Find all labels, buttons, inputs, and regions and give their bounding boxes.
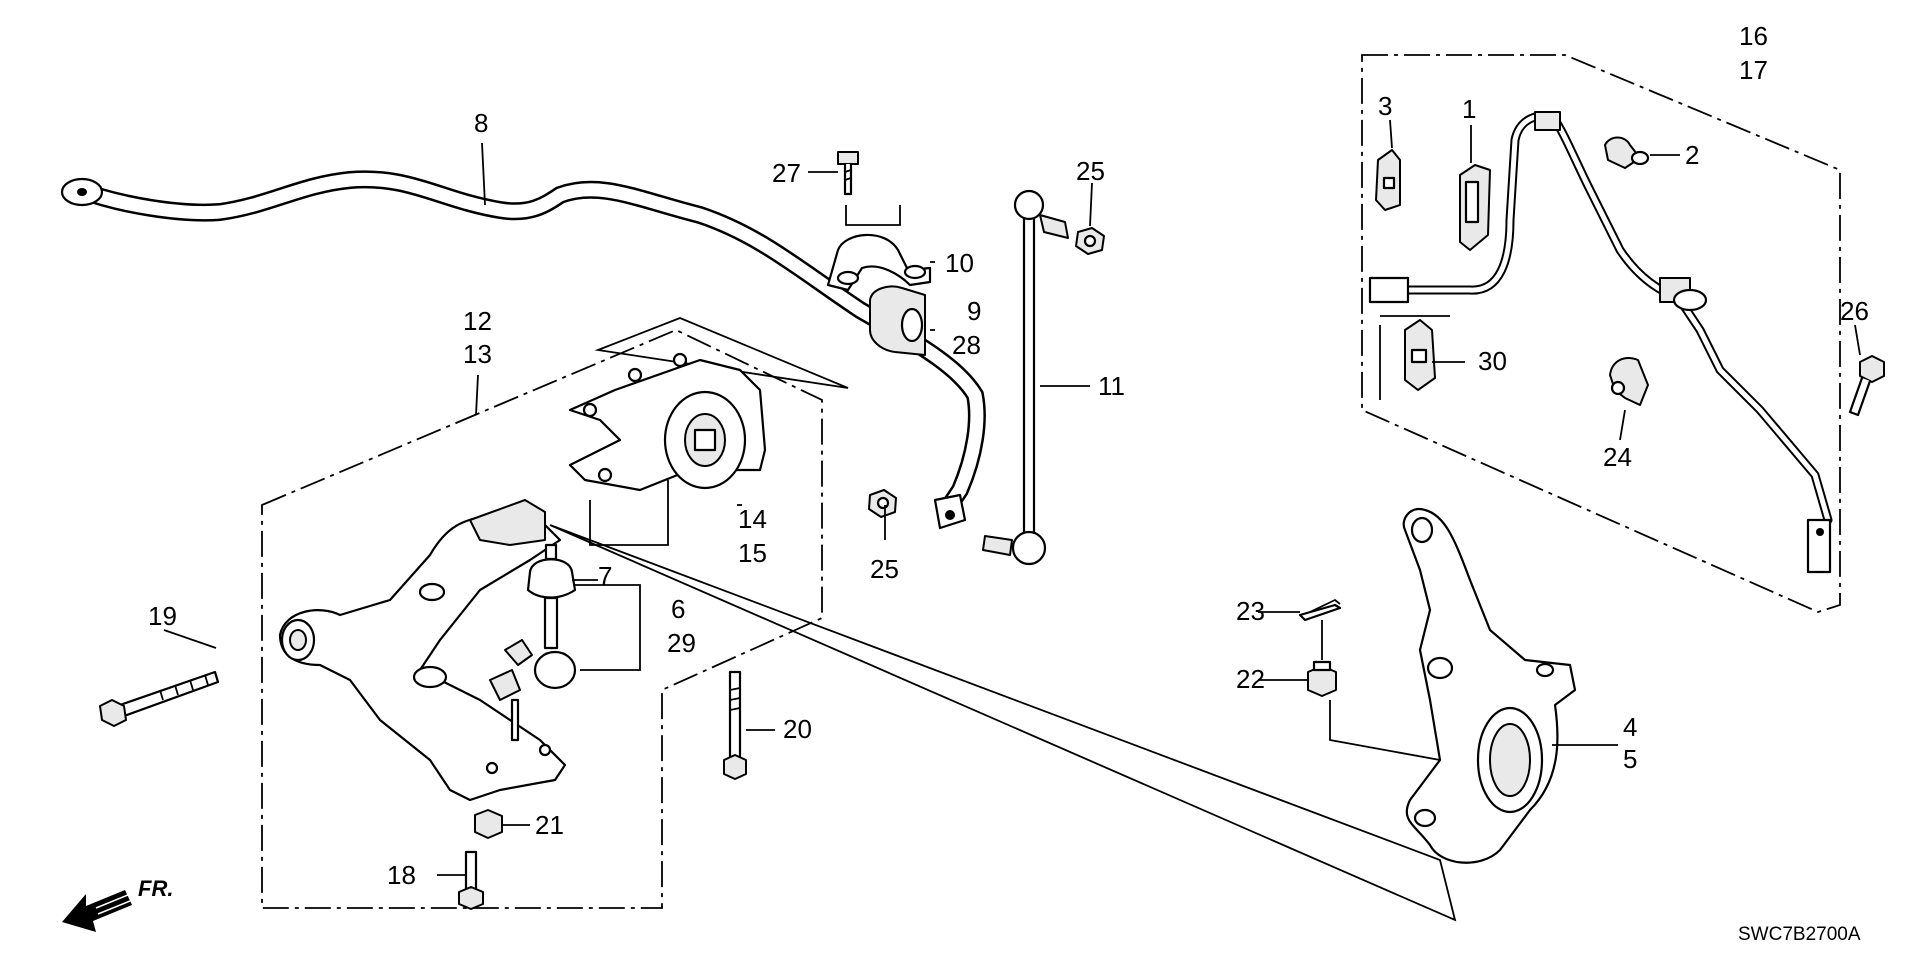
front-label: FR. <box>138 876 173 901</box>
callout-18: 18 <box>387 860 416 890</box>
callout-24: 24 <box>1603 442 1632 472</box>
nut-25-top <box>1075 227 1105 255</box>
callout-19: 19 <box>148 601 177 631</box>
knuckle-4-5 <box>1402 507 1577 864</box>
callout-7: 7 <box>598 561 612 591</box>
callout-15: 15 <box>738 538 767 568</box>
clip-30 <box>1404 319 1436 391</box>
callout-25-top: 25 <box>1076 156 1105 186</box>
callout-10: 10 <box>945 248 974 278</box>
stabilizer-link-11 <box>982 189 1069 566</box>
clip-3 <box>1375 149 1401 211</box>
compliance-bushing-12-13 <box>568 352 767 492</box>
callout-12: 12 <box>463 306 492 336</box>
lower-arm-assembly-box <box>261 329 823 909</box>
callout-23: 23 <box>1236 596 1265 626</box>
callout-16: 16 <box>1739 21 1768 51</box>
callout-14: 14 <box>738 504 767 534</box>
callout-8: 8 <box>474 108 488 138</box>
bolt-20 <box>723 670 747 780</box>
front-direction-indicator: FR. <box>62 876 173 932</box>
bolt-19 <box>99 670 220 727</box>
callout-17: 17 <box>1739 55 1768 85</box>
bolt-18 <box>458 850 484 910</box>
callout-3: 3 <box>1378 91 1392 121</box>
bolt-27 <box>837 151 859 196</box>
callout-9: 9 <box>967 296 981 326</box>
cotter-pin-23 <box>1298 598 1342 622</box>
callout-28: 28 <box>952 330 981 360</box>
callout-2: 2 <box>1685 140 1699 170</box>
callout-20: 20 <box>783 714 812 744</box>
nut-25-bottom <box>868 489 897 518</box>
bushing-9 <box>869 285 926 356</box>
clamp-2 <box>1604 136 1650 169</box>
sensor-assembly-box <box>1361 54 1841 613</box>
callout-25-bottom: 25 <box>870 554 899 584</box>
bolt-26 <box>1848 355 1885 417</box>
front-arrow-icon <box>62 890 132 932</box>
speed-sensor-harness-16-17 <box>1368 111 1833 574</box>
clip-24 <box>1609 357 1649 406</box>
callout-30: 30 <box>1478 346 1507 376</box>
callout-13: 13 <box>463 339 492 369</box>
leader-lines <box>163 119 1861 876</box>
bracket-1 <box>1459 164 1491 251</box>
callout-5: 5 <box>1623 744 1637 774</box>
knuckle-link-line <box>549 524 1457 922</box>
callout-22: 22 <box>1236 664 1265 694</box>
castle-nut-22 <box>1307 660 1337 697</box>
callout-21: 21 <box>535 810 564 840</box>
callout-numbers: 1 2 3 4 5 6 7 8 9 10 11 12 13 14 15 16 1… <box>148 21 1869 890</box>
stabilizer-bar <box>60 170 986 530</box>
ball-joint-7 <box>489 543 577 742</box>
callout-11: 11 <box>1098 371 1125 401</box>
callout-6: 6 <box>671 594 685 624</box>
callout-29: 29 <box>667 628 696 658</box>
callout-26: 26 <box>1840 296 1869 326</box>
callout-1: 1 <box>1462 94 1476 124</box>
diagram-code: SWC7B2700A <box>1738 924 1861 945</box>
callout-4: 4 <box>1623 712 1637 742</box>
bushing-holder-10 <box>826 233 932 292</box>
callout-27: 27 <box>772 158 801 188</box>
lower-arm-6-29 <box>278 499 567 802</box>
nut-21 <box>474 809 503 839</box>
